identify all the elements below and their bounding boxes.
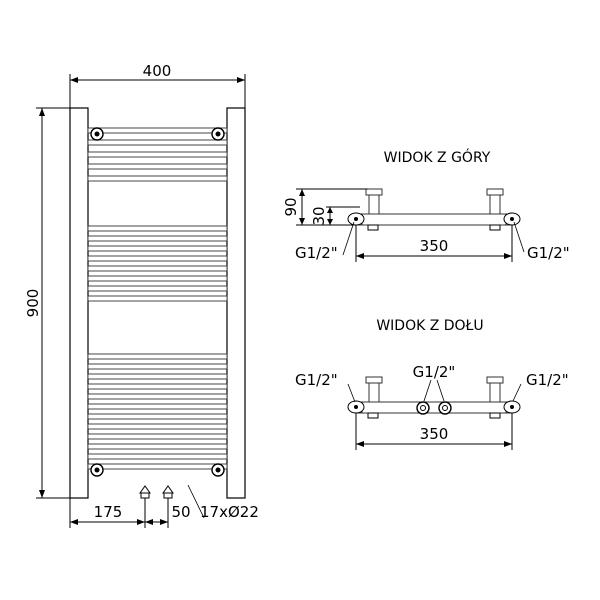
bottom-right-conn-label: G1/2"	[526, 371, 569, 389]
tube	[87, 151, 228, 158]
depth-label: 90	[282, 197, 300, 216]
tube	[87, 285, 228, 292]
tube	[87, 175, 228, 182]
bottom-left-conn-label: G1/2"	[295, 371, 338, 389]
bottom-dimensions: 175 50 17xØ22	[69, 484, 259, 528]
top-view: WIDOK Z GÓRY 90 30 350	[282, 148, 570, 262]
tube	[87, 403, 228, 410]
bottom-view-title: WIDOK Z DOŁU	[376, 318, 483, 334]
tube	[87, 423, 228, 430]
tube	[87, 235, 228, 242]
tube	[87, 255, 228, 262]
tube	[87, 413, 228, 420]
bottom-span-label: 350	[420, 425, 449, 443]
offset-label: 30	[310, 206, 328, 225]
front-view: 400 900 175 50 17xØ22	[24, 62, 259, 528]
bottom-valves	[139, 485, 174, 499]
tube	[87, 463, 228, 470]
spacing-label: 50	[171, 503, 190, 521]
left-offset-label: 175	[94, 503, 123, 521]
tube	[87, 443, 228, 450]
tube	[87, 127, 228, 134]
right-rail	[226, 107, 246, 499]
tube	[87, 383, 228, 390]
tube	[87, 393, 228, 400]
bottom-center-conn-label: G1/2"	[413, 363, 456, 381]
tube-label: 17xØ22	[200, 503, 259, 521]
tube	[87, 373, 228, 380]
tube	[87, 453, 228, 460]
top-left-conn-label: G1/2"	[295, 244, 338, 262]
top-span-label: 350	[420, 237, 449, 255]
tube	[87, 265, 228, 272]
bottom-view: WIDOK Z DOŁU 350 G1/2" G1/2"	[295, 318, 569, 450]
tube	[87, 163, 228, 170]
mounting-brackets	[90, 127, 225, 477]
width-dimension: 400	[69, 62, 246, 108]
tube	[87, 433, 228, 440]
width-label: 400	[143, 62, 172, 80]
tube	[87, 225, 228, 232]
tube	[87, 245, 228, 252]
top-right-conn-label: G1/2"	[527, 244, 570, 262]
left-rail	[69, 107, 89, 499]
horizontal-tubes	[87, 127, 228, 470]
tube	[87, 139, 228, 146]
tube	[87, 363, 228, 370]
height-dimension: 900	[24, 107, 70, 499]
top-view-title: WIDOK Z GÓRY	[384, 148, 491, 166]
tube	[87, 295, 228, 302]
tube	[87, 275, 228, 282]
height-label: 900	[24, 289, 42, 318]
tube	[87, 353, 228, 360]
